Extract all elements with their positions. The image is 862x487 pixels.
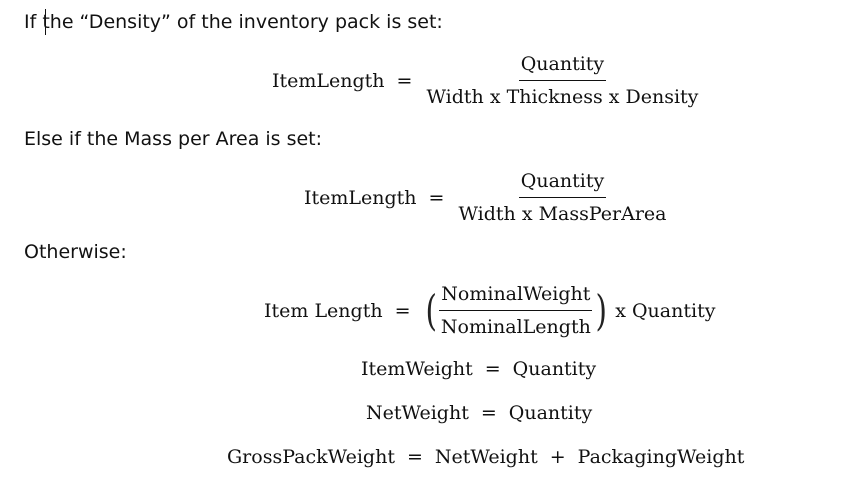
equation-suffix: x Quantity <box>615 299 716 322</box>
fraction-numerator: Quantity <box>518 169 607 198</box>
equation-lhs: NetWeight <box>366 402 469 424</box>
item-length-mass-equation: ItemLength = Quantity Width x MassPerAre… <box>304 169 669 226</box>
equation-term-packaging-weight: PackagingWeight <box>577 446 745 468</box>
text-cursor <box>45 9 46 35</box>
mass-condition-text: Else if the Mass per Area is set: <box>24 128 323 150</box>
equation-lhs: GrossPackWeight <box>227 446 395 468</box>
equation-lhs: ItemWeight <box>361 358 473 380</box>
equals-sign: = <box>480 402 497 424</box>
equation-term-net-weight: NetWeight <box>434 446 538 468</box>
fraction: NominalWeight NominalLength <box>439 282 593 339</box>
fraction-numerator: Quantity <box>518 52 607 81</box>
equation-lhs: Item Length <box>264 299 383 322</box>
item-length-density-equation: ItemLength = Quantity Width x Thickness … <box>272 52 700 109</box>
item-weight-equation: ItemWeight = Quantity <box>361 358 596 380</box>
left-parenthesis: ( <box>424 285 437 335</box>
fraction-denominator: Width x Thickness x Density <box>426 86 699 108</box>
equals-sign: = <box>394 299 411 322</box>
fraction: Quantity Width x MassPerArea <box>456 169 668 226</box>
equals-sign: = <box>406 446 423 468</box>
equation-lhs: ItemLength <box>272 69 385 92</box>
fraction-denominator: Width x MassPerArea <box>458 203 667 225</box>
plus-sign: + <box>549 446 566 468</box>
net-weight-equation: NetWeight = Quantity <box>366 402 592 424</box>
density-condition-text: If the “Density” of the inventory pack i… <box>24 11 443 33</box>
fraction-numerator: NominalWeight <box>439 282 593 311</box>
item-length-nominal-equation: Item Length = ( NominalWeight NominalLen… <box>264 282 715 339</box>
gross-pack-weight-equation: GrossPackWeight = NetWeight + PackagingW… <box>227 446 744 468</box>
fraction-denominator: NominalLength <box>440 316 591 338</box>
equation-rhs: Quantity <box>508 402 593 424</box>
right-parenthesis: ) <box>595 285 607 335</box>
equation-rhs: Quantity <box>512 358 597 380</box>
fraction: Quantity Width x Thickness x Density <box>424 52 700 109</box>
equals-sign: = <box>484 358 501 380</box>
equation-lhs: ItemLength <box>304 186 417 209</box>
otherwise-text: Otherwise: <box>24 241 127 263</box>
equals-sign: = <box>428 186 445 209</box>
equals-sign: = <box>396 69 413 92</box>
